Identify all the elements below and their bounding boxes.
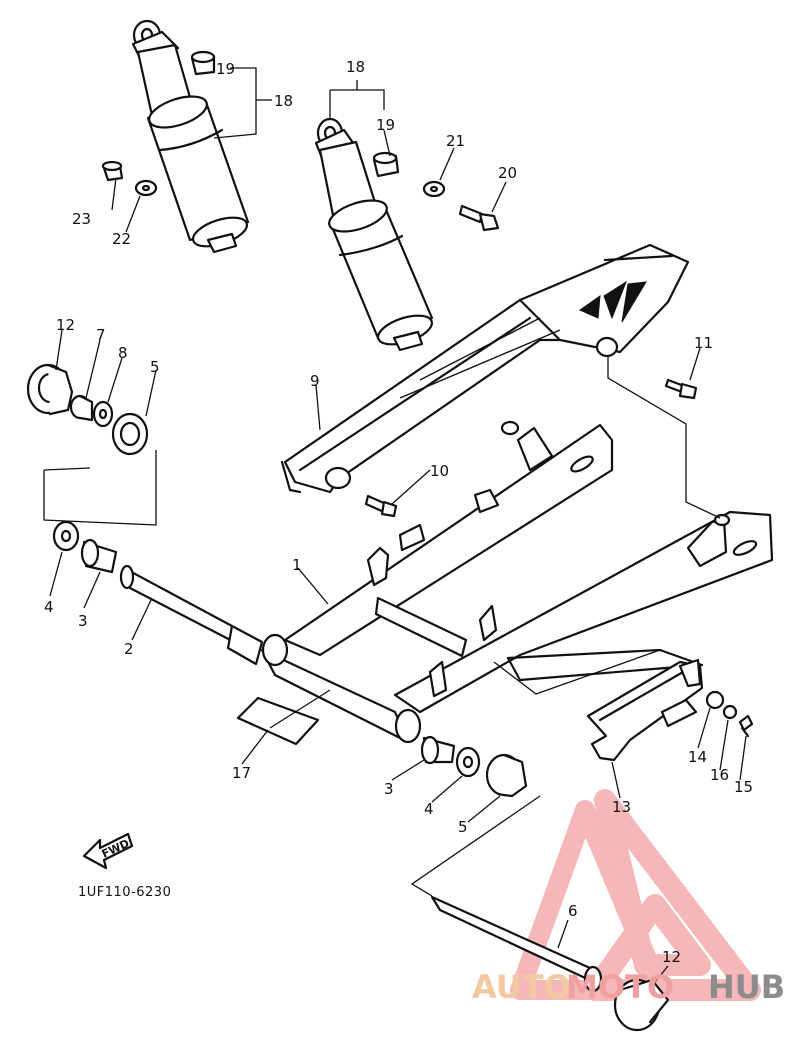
rear-shock-absorber-right	[314, 117, 434, 352]
callout-16: 16	[710, 766, 729, 784]
dust-seal-5-right	[485, 753, 528, 798]
washer-4-right	[455, 746, 481, 778]
washer-4-left	[52, 520, 80, 552]
callout-14: 14	[688, 748, 707, 766]
dust-seal-5-left	[111, 412, 149, 456]
callout-numbers: 19 18 18 19 21 20 23 22 12 7 8 5 9 10 11…	[44, 58, 753, 966]
callout-20: 20	[498, 164, 517, 182]
bolt-15	[738, 714, 754, 738]
callout-18-left: 18	[274, 92, 293, 110]
callout-10: 10	[430, 462, 449, 480]
callout-22: 22	[112, 230, 131, 248]
leader-lines	[43, 67, 747, 989]
callout-21: 21	[446, 132, 465, 150]
diagram-code: 1UF110-6230	[78, 885, 171, 900]
callout-19-right: 19	[376, 116, 395, 134]
callout-5-right: 5	[458, 818, 468, 836]
callout-9: 9	[310, 372, 320, 390]
chain-case	[280, 243, 690, 494]
callout-3-right: 3	[384, 780, 394, 798]
callout-11: 11	[694, 334, 713, 352]
washer-22	[134, 179, 158, 197]
bearing-3-left	[80, 538, 118, 574]
nut-16	[722, 704, 738, 720]
callout-23: 23	[72, 210, 91, 228]
watermark-part-moto: MOTO	[566, 968, 674, 1006]
callout-12-left: 12	[56, 316, 75, 334]
nut-23	[101, 160, 124, 182]
callout-13: 13	[612, 798, 631, 816]
callout-19-left: 19	[216, 60, 235, 78]
callout-5-left: 5	[150, 358, 160, 376]
callout-4-left: 4	[44, 598, 54, 616]
collar-19-right	[372, 151, 400, 178]
pivot-shaft-6	[430, 895, 603, 993]
washer-8	[92, 400, 114, 428]
callout-3-left: 3	[78, 612, 88, 630]
collar-7	[69, 394, 94, 422]
callout-18-right: 18	[346, 58, 365, 76]
bolt-20	[458, 204, 500, 232]
chain-puller-13	[586, 658, 704, 762]
pivot-collar-2	[119, 564, 264, 666]
bearing-3-right	[420, 735, 456, 765]
bolt-10	[364, 494, 398, 518]
rear-arm	[260, 420, 774, 744]
callout-15: 15	[734, 778, 753, 796]
callout-7: 7	[96, 326, 106, 344]
oil-seal-12-right	[613, 978, 670, 1032]
callout-1: 1	[292, 556, 302, 574]
label-17	[236, 696, 320, 746]
callout-2: 2	[124, 640, 134, 658]
callout-17: 17	[232, 764, 251, 782]
callout-4-right: 4	[424, 800, 434, 818]
fwd-arrow: FWD	[82, 832, 134, 870]
callout-6: 6	[568, 902, 578, 920]
oil-seal-12-left	[26, 363, 74, 416]
callout-12-right: 12	[662, 948, 681, 966]
washer-21	[422, 180, 446, 198]
collar-19-left	[190, 50, 216, 76]
rear-shock-absorber-left	[131, 19, 250, 254]
bolt-11	[664, 378, 698, 400]
callout-8: 8	[118, 344, 128, 362]
watermark-part-hub: HUB	[708, 968, 785, 1006]
watermark-text: AUTO MOTO HUB	[472, 968, 785, 1006]
watermark-part-auto: AUTO	[472, 968, 571, 1006]
nut-14	[705, 690, 725, 710]
